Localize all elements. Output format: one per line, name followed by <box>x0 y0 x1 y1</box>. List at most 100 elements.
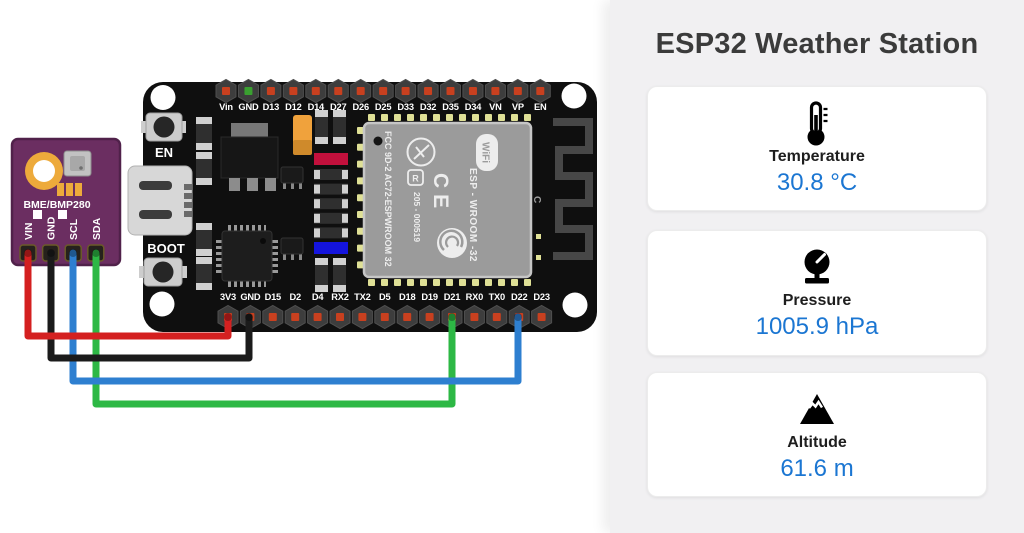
pin-label-vn: VN <box>489 102 502 112</box>
sensor-jumper-pad <box>58 210 67 219</box>
pin-label-d2: D2 <box>289 292 301 302</box>
sensor-pin-label-vin: VIN <box>23 222 35 240</box>
pin-label-d18: D18 <box>399 292 415 302</box>
en-button <box>141 112 186 142</box>
module-fcc-text: FCC 9D-2 AC72-ESPWROOM 32 <box>383 131 393 267</box>
module-reg-text: 205 - 000519 <box>412 192 422 242</box>
pin-d4: D4 <box>307 292 329 330</box>
pin-d26: D26 <box>350 78 372 112</box>
wires <box>24 249 522 408</box>
pin-d13: D13 <box>260 78 282 112</box>
pin-label-gnd: GND <box>238 102 259 112</box>
wifi-logo: WiFi <box>476 134 498 171</box>
pin-label-d5: D5 <box>379 292 391 302</box>
wire-sda-d21 <box>92 249 456 408</box>
transistor <box>280 166 304 189</box>
module-dot <box>373 136 383 146</box>
pin-d19: D19 <box>419 292 441 330</box>
pin-d5: D5 <box>374 292 396 330</box>
pin-d18: D18 <box>396 292 418 330</box>
pin-label-rx0: RX0 <box>466 292 484 302</box>
svg-text:WiFi: WiFi <box>480 142 491 163</box>
pin-label-d25: D25 <box>375 102 391 112</box>
pin-label-rx2: RX2 <box>331 292 349 302</box>
pin-label-tx2: TX2 <box>354 292 370 302</box>
pin-d33: D33 <box>395 78 417 112</box>
certification-icon <box>406 137 436 167</box>
pin-d12: D12 <box>282 78 304 112</box>
pressure-label: Pressure <box>782 292 852 309</box>
blue-led <box>314 242 348 254</box>
pin-label-d15: D15 <box>265 292 281 302</box>
pin-label-d21: D21 <box>444 292 460 302</box>
mountain-icon <box>648 385 986 433</box>
pin-label-3v3: 3V3 <box>220 292 236 302</box>
boot-button <box>139 257 187 287</box>
pin-vin: Vin <box>215 78 237 112</box>
wire-scl-d22 <box>69 249 522 385</box>
sensor-pin-label-sda: SDA <box>91 217 103 240</box>
pin-label-d23: D23 <box>533 292 549 302</box>
pin-d15: D15 <box>262 292 284 330</box>
passive-components <box>196 110 348 292</box>
pin-label-d14: D14 <box>308 102 325 112</box>
pin-label-d27: D27 <box>330 102 346 112</box>
pin-gnd: GND <box>237 78 259 112</box>
pin-label-d33: D33 <box>397 102 413 112</box>
boot-button-label: BOOT <box>147 241 185 256</box>
usb-uart-chip <box>216 225 278 287</box>
sensor-label: BME/BMP280 <box>23 199 90 211</box>
sensor-chip <box>63 150 92 177</box>
pin-d2: D2 <box>284 292 306 330</box>
pin-vn: VN <box>484 78 506 112</box>
pressure-card: Pressure 1005.9 hPa <box>647 230 987 356</box>
r-badge: R <box>407 169 424 186</box>
pin-d25: D25 <box>372 78 394 112</box>
pin-d35: D35 <box>440 78 461 112</box>
temperature-card: Temperature 30.8 °C <box>647 86 987 211</box>
wire-end-caps <box>24 249 522 321</box>
altitude-card: Altitude 61.6 m <box>647 372 987 497</box>
silkscreen-c-label: C <box>531 196 542 203</box>
esp-wroom-32-module: FCC 9D-2 AC72-ESPWROOM 32 R 205 - 000519… <box>357 114 533 286</box>
pin-label-d32: D32 <box>420 102 436 112</box>
pin-label-d35: D35 <box>442 102 458 112</box>
ce-mark: CE <box>429 173 452 214</box>
pin-d14: D14 <box>305 78 327 112</box>
pin-label-d12: D12 <box>285 102 301 112</box>
pin-d23: D23 <box>531 292 553 330</box>
pin-label-d22: D22 <box>511 292 527 302</box>
altitude-label: Altitude <box>787 434 847 451</box>
pin-vp: VP <box>507 78 529 112</box>
pin-d34: D34 <box>462 78 484 112</box>
sensor-pin-label-gnd: GND <box>46 216 58 240</box>
pin-rx0: RX0 <box>463 292 485 330</box>
pin-label-d26: D26 <box>352 102 368 112</box>
pin-rx2: RX2 <box>329 292 351 330</box>
pin-tx0: TX0 <box>486 292 508 330</box>
pin-d27: D27 <box>327 78 349 112</box>
sensor-solder-pads <box>57 183 82 196</box>
pin-label-d34: D34 <box>465 102 482 112</box>
pcb-antenna: C <box>531 118 593 260</box>
mounting-holes <box>149 83 588 318</box>
pin-en: EN <box>529 78 551 112</box>
pin-label-d4: D4 <box>312 292 325 302</box>
dashboard-panel: ESP32 Weather Station Temperature 30.8 °… <box>610 0 1024 533</box>
wire-vin-3v3 <box>24 249 232 340</box>
voltage-regulator <box>220 123 279 191</box>
pin-label-vin: Vin <box>219 102 233 112</box>
pin-label-tx0: TX0 <box>489 292 505 302</box>
thermometer-icon <box>648 99 986 147</box>
transistor <box>280 237 304 260</box>
wire-gnd-gnd <box>47 249 253 362</box>
svg-text:R: R <box>412 174 419 184</box>
module-model-text: ESP - WROOM -32 <box>467 168 478 262</box>
pin-label-d19: D19 <box>421 292 437 302</box>
